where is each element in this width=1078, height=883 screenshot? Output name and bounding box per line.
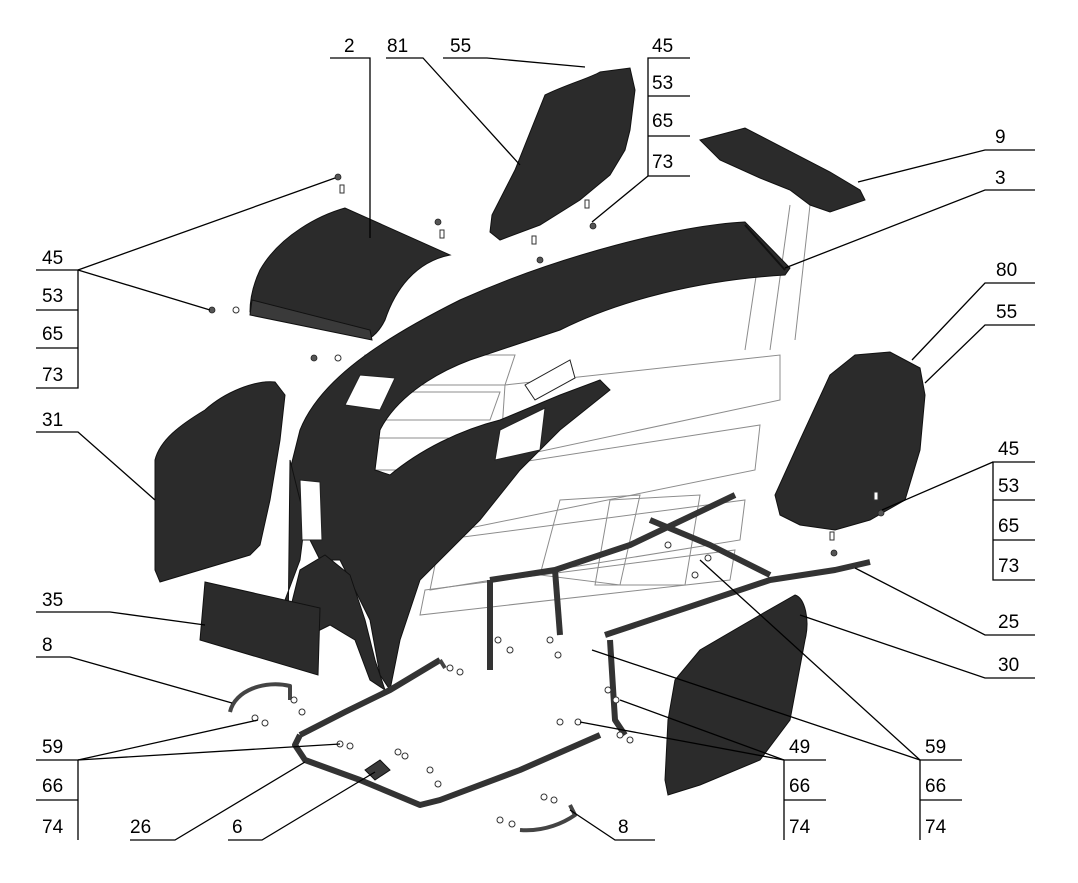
cab-frame-outline <box>311 204 811 616</box>
label-bl-59: 59 <box>42 737 63 758</box>
label-left-53: 53 <box>42 286 63 307</box>
base-frame <box>292 657 602 808</box>
label-right-65: 65 <box>998 516 1019 537</box>
label-tr-53: 53 <box>652 73 673 94</box>
label-30: 30 <box>998 655 1019 676</box>
label-80: 80 <box>996 260 1017 281</box>
label-left-73: 73 <box>42 365 63 386</box>
label-tr-73: 73 <box>652 152 673 173</box>
label-tr-45: 45 <box>652 36 673 57</box>
right-window-glass <box>664 594 808 796</box>
label-6: 6 <box>232 817 243 838</box>
label-26: 26 <box>130 817 151 838</box>
fasteners <box>208 173 885 828</box>
leader-lines <box>36 57 1035 841</box>
callout-labels: 2 81 55 45 53 65 73 9 3 80 55 45 53 65 7… <box>42 36 1019 838</box>
label-bl-74: 74 <box>42 817 64 838</box>
label-bm-66: 66 <box>789 776 810 797</box>
label-81: 81 <box>387 36 408 57</box>
label-3: 3 <box>995 168 1006 189</box>
label-br-74: 74 <box>925 817 947 838</box>
label-left-45: 45 <box>42 248 63 269</box>
side-panel-lower <box>774 351 926 531</box>
label-right-73: 73 <box>998 556 1019 577</box>
label-8-bottom: 8 <box>618 817 629 838</box>
label-right-53: 53 <box>998 476 1019 497</box>
label-br-66: 66 <box>925 776 946 797</box>
support-frame <box>487 492 871 737</box>
roof-rear-panel <box>699 127 866 213</box>
label-right-45: 45 <box>998 439 1019 460</box>
label-9: 9 <box>995 127 1006 148</box>
grab-handle-left <box>228 682 292 713</box>
mounting-bracket <box>364 759 391 781</box>
label-35: 35 <box>42 590 63 611</box>
label-31: 31 <box>42 410 63 431</box>
label-tr-65: 65 <box>652 111 673 132</box>
left-window-glass <box>154 381 286 583</box>
label-25: 25 <box>998 612 1019 633</box>
roof-front-panel <box>249 207 452 341</box>
label-8-left: 8 <box>42 635 53 656</box>
front-lower-panel <box>199 581 321 676</box>
label-55-top: 55 <box>450 36 471 57</box>
label-bm-49: 49 <box>789 737 810 758</box>
label-55-right: 55 <box>996 302 1017 323</box>
label-br-59: 59 <box>925 737 946 758</box>
side-panel-upper <box>489 67 636 241</box>
label-bl-66: 66 <box>42 776 63 797</box>
label-left-65: 65 <box>42 324 63 345</box>
grab-handle-bottom <box>519 804 577 833</box>
label-bm-74: 74 <box>789 817 811 838</box>
label-2: 2 <box>344 36 355 57</box>
